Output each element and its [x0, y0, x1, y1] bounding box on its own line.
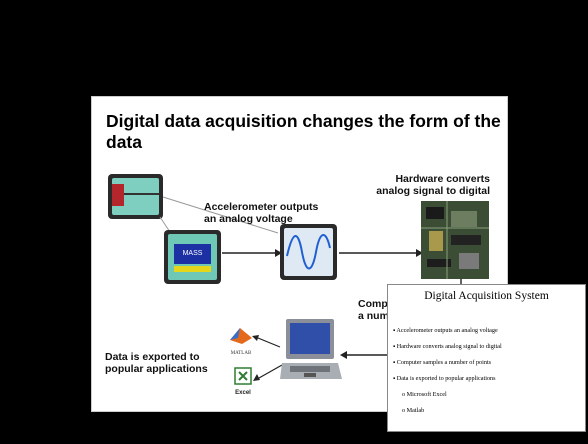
- slide: Digital data acquisition changes the for…: [91, 96, 508, 412]
- sub-item-text: Matlab: [406, 407, 425, 414]
- daq-board-image: [421, 201, 489, 279]
- mass-diagram: MASS: [164, 230, 221, 284]
- matlab-logo: MATLAB: [228, 326, 254, 356]
- sub-list-item: o Microsoft Excel: [402, 391, 447, 398]
- laptop-icon: [280, 319, 342, 379]
- excel-icon: [234, 367, 252, 385]
- accelerometer-label: Accelerometer outputs an analog voltage: [204, 201, 319, 225]
- excel-text: Excel: [235, 390, 251, 396]
- wave-panel: [284, 228, 333, 276]
- sensor-panel: [112, 178, 159, 215]
- list-item: ▪ Computer samples a number of points: [393, 359, 492, 366]
- list-item-text: Hardware converts analog signal to digit…: [396, 343, 502, 350]
- sensor-red-block: [112, 184, 124, 206]
- mass-panel: MASS: [168, 234, 217, 280]
- slide-title: Digital data acquisition changes the for…: [106, 111, 501, 152]
- circuit-board-icon: [421, 201, 489, 279]
- excel-logo: Excel: [232, 367, 254, 396]
- sensor-diagram: [108, 174, 163, 219]
- list-item-text: Accelerometer outputs an analog voltage: [396, 327, 498, 334]
- sine-wave-icon: [286, 234, 331, 270]
- sensor-line: [124, 193, 159, 195]
- list-item: ▪ Hardware converts analog signal to dig…: [393, 343, 502, 350]
- mass-block: MASS: [174, 244, 211, 264]
- export-label: Data is exported to popular applications: [105, 351, 208, 375]
- list-item-text: Data is exported to popular applications: [396, 375, 496, 382]
- mass-base: [174, 266, 211, 272]
- list-item: ▪ Accelerometer outputs an analog voltag…: [393, 327, 498, 334]
- sub-list-item: o Matlab: [402, 407, 425, 414]
- analog-wave-diagram: [280, 224, 337, 280]
- matlab-text: MATLAB: [230, 351, 252, 356]
- panel-title: Digital Acquisition System: [424, 290, 549, 302]
- sub-item-text: Microsoft Excel: [406, 391, 447, 398]
- list-item-text: Computer samples a number of points: [396, 359, 492, 366]
- laptop-image: [280, 319, 342, 389]
- hardware-label: Hardware converts analog signal to digit…: [376, 173, 490, 197]
- panel-list: ▪ Accelerometer outputs an analog voltag…: [393, 323, 502, 419]
- computer-label: Comp a num: [358, 298, 389, 322]
- list-item: ▪ Data is exported to popular applicatio…: [393, 375, 496, 382]
- notes-panel: Digital Acquisition System ▪ Acceleromet…: [387, 284, 586, 432]
- matlab-icon: [230, 328, 252, 344]
